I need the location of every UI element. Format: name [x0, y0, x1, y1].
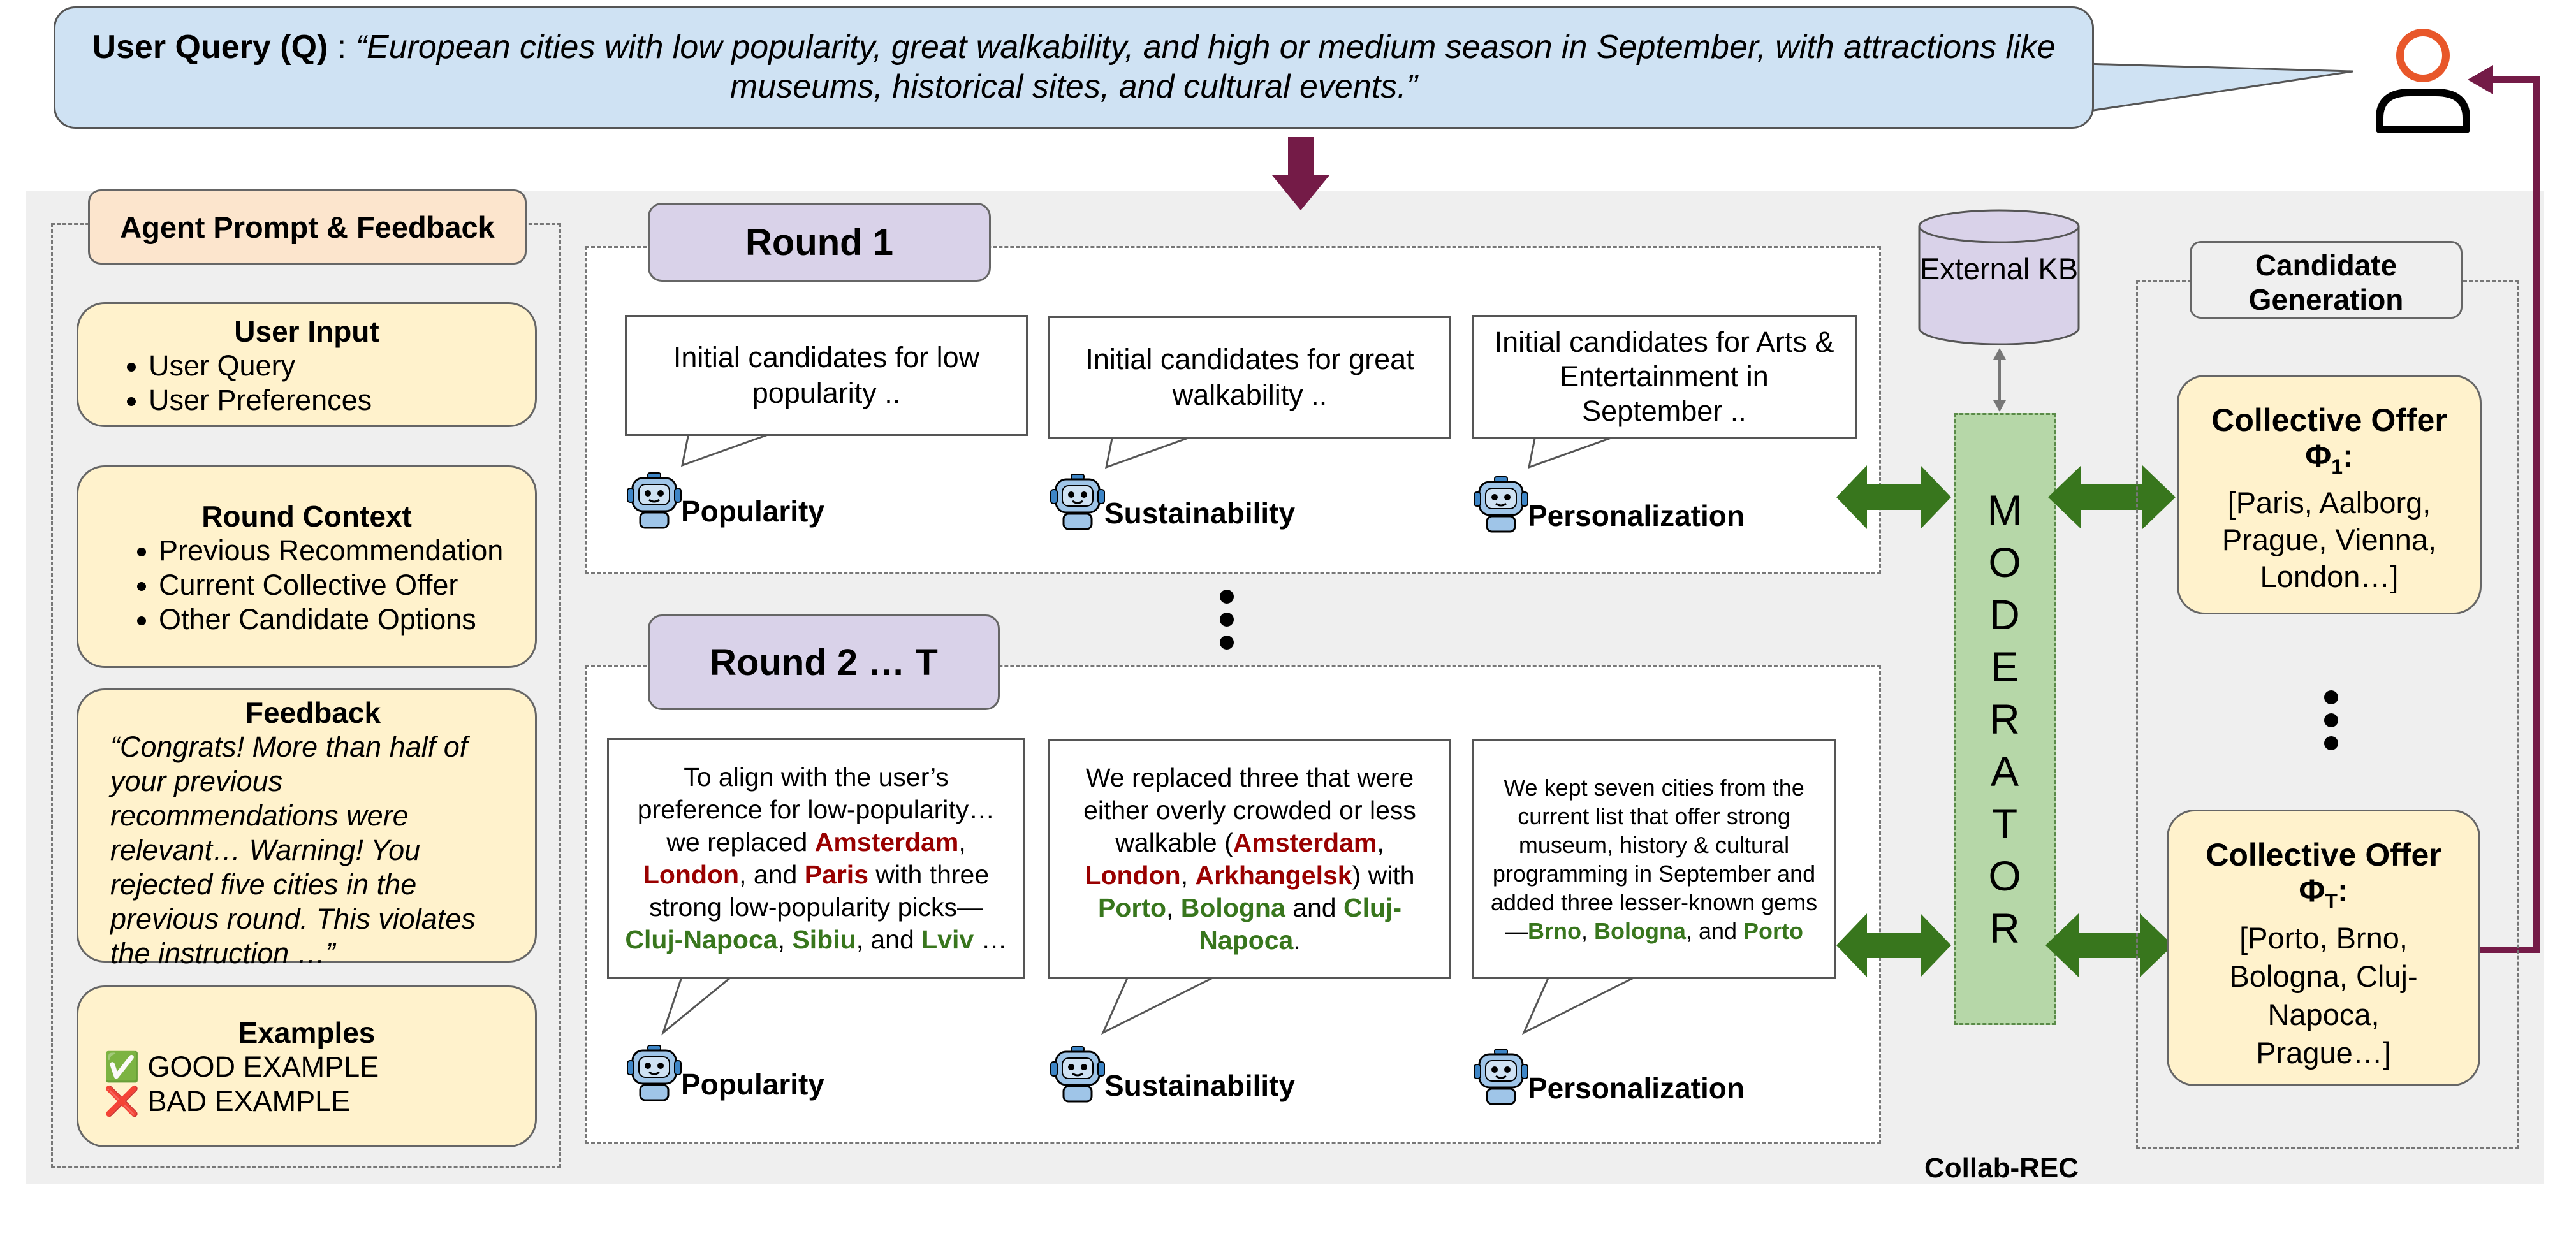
- round1-popularity-bubble: Initial candidates for low popularity ..: [625, 315, 1028, 436]
- feedback-title: Feedback: [245, 696, 381, 729]
- ellipsis-dots: [2324, 690, 2338, 750]
- bubble-tail: [1521, 975, 1639, 1035]
- city-added: Cluj-Napoca: [1199, 893, 1402, 955]
- city-added: Cluj-Napoca: [625, 925, 778, 954]
- check-icon: ✅: [104, 1050, 140, 1083]
- good-example-label: GOOD EXAMPLE: [147, 1050, 379, 1083]
- bubble-tail: [681, 433, 772, 467]
- feedback-loop-arrow: [2468, 65, 2540, 953]
- user-input-box: User Input User Query User Preferences: [77, 302, 537, 427]
- city-removed: London: [643, 860, 740, 889]
- candidate-generation-header: Candidate Generation: [2190, 241, 2463, 319]
- list-item: Current Collective Offer: [159, 568, 535, 602]
- moderator-letter: D: [1989, 591, 2020, 638]
- collective-offer-1: Collective Offer Φ1: [Paris, Aalborg, Pr…: [2177, 375, 2482, 614]
- list-item: User Query: [149, 349, 535, 383]
- city-added: Sibiu: [792, 925, 856, 954]
- query-bubble-tail: [2085, 62, 2353, 113]
- double-arrow: [1836, 910, 1951, 980]
- moderator-letter: A: [1990, 748, 2019, 795]
- offer-list: [Paris, Aalborg, Prague, Vienna, London……: [2221, 486, 2437, 593]
- city-removed: Amsterdam: [1233, 828, 1377, 857]
- feedback-text: “Congrats! More than half of your previo…: [110, 730, 476, 970]
- agent-label-personalization: Personalization: [1528, 1072, 1745, 1105]
- city-added: Lviv: [921, 925, 974, 954]
- collab-rec-label: Collab-REC: [1924, 1152, 2079, 1184]
- moderator-letter: R: [1989, 695, 2020, 743]
- offer-symbol: ΦT:: [2299, 873, 2348, 913]
- moderator-letter: O: [1988, 852, 2021, 899]
- city-added: Bologna: [1593, 918, 1686, 944]
- list-item: Previous Recommendation: [159, 534, 535, 568]
- user-icon: [2376, 29, 2470, 133]
- agent-label-popularity: Popularity: [681, 495, 824, 528]
- double-arrow: [1836, 462, 1951, 532]
- moderator-letter: M: [1987, 486, 2023, 534]
- city-removed: Arkhangelsk: [1195, 861, 1352, 890]
- city-removed: Paris: [804, 860, 869, 889]
- bubble-tail: [1105, 435, 1196, 469]
- robot-icon: [1473, 476, 1529, 534]
- user-input-title: User Input: [234, 315, 379, 348]
- feedback-box: Feedback “Congrats! More than half of yo…: [77, 688, 537, 970]
- moderator-letter: R: [1989, 905, 2020, 952]
- agent-prompt-header: Agent Prompt & Feedback: [88, 189, 527, 265]
- offer-list: [Porto, Brno, Bologna, Cluj-Napoca, Prag…: [2229, 921, 2418, 1070]
- round1-title: Round 1: [648, 203, 991, 282]
- round-context-title: Round Context: [201, 500, 412, 533]
- moderator-letter: E: [1990, 643, 2019, 690]
- round2-personalization-bubble: We kept seven cities from the current li…: [1472, 739, 1836, 979]
- kb-link-arrow: [1993, 348, 2006, 412]
- robot-icon: [1050, 473, 1106, 532]
- agent-label-personalization: Personalization: [1528, 499, 1745, 532]
- city-added: Brno: [1527, 918, 1581, 944]
- user-query-bubble: User Query (Q) : “European cities with l…: [54, 6, 2094, 129]
- query-label: User Query (Q): [92, 29, 328, 66]
- round1-personalization-bubble: Initial candidates for Arts & Entertainm…: [1472, 315, 1857, 439]
- round2-sustainability-bubble: We replaced three that were either overl…: [1048, 739, 1451, 979]
- cross-icon: ❌: [104, 1085, 140, 1117]
- list-item: User Preferences: [149, 383, 535, 418]
- round-context-list: Previous Recommendation Current Collecti…: [78, 534, 535, 637]
- moderator-letter: O: [1988, 539, 2021, 586]
- offer-title: Collective Offer: [2211, 402, 2447, 438]
- moderator-letter: T: [1991, 800, 2018, 847]
- city-removed: Amsterdam: [814, 827, 959, 857]
- bubble-tail: [1528, 435, 1619, 469]
- ellipsis-dots: [1220, 590, 1234, 650]
- user-input-list: User Query User Preferences: [78, 349, 535, 418]
- robot-icon: [1473, 1048, 1529, 1107]
- bad-example-label: BAD EXAMPLE: [147, 1085, 351, 1117]
- query-text: “European cities with low popularity, gr…: [355, 29, 2056, 105]
- bubble-tail: [661, 975, 735, 1036]
- robot-icon: [1050, 1045, 1106, 1104]
- collective-offer-t: Collective Offer ΦT: [Porto, Brno, Bolog…: [2167, 810, 2480, 1086]
- robot-icon: [626, 472, 682, 530]
- examples-box: Examples ✅ GOOD EXAMPLE ❌ BAD EXAMPLE: [77, 985, 537, 1147]
- round1-sustainability-bubble: Initial candidates for great walkability…: [1048, 316, 1451, 439]
- agent-label-sustainability: Sustainability: [1104, 1069, 1296, 1102]
- city-added: Bologna: [1180, 893, 1285, 922]
- agent-label-popularity: Popularity: [681, 1068, 824, 1101]
- offer-title: Collective Offer: [2206, 837, 2441, 873]
- examples-title: Examples: [238, 1016, 376, 1049]
- external-kb-cylinder: [1918, 209, 2080, 345]
- bubble-tail: [1101, 975, 1218, 1035]
- city-added: Porto: [1097, 893, 1166, 922]
- offer-symbol: Φ1:: [2305, 438, 2353, 478]
- external-kb-label: External KB: [1919, 252, 2079, 286]
- round2-title: Round 2 … T: [648, 614, 1000, 710]
- list-item: Other Candidate Options: [159, 602, 535, 637]
- agent-label-sustainability: Sustainability: [1104, 497, 1296, 530]
- down-arrow: [1272, 137, 1329, 210]
- robot-icon: [626, 1044, 682, 1103]
- round2-popularity-bubble: To align with the user’s preference for …: [607, 738, 1025, 979]
- city-added: Porto: [1743, 918, 1804, 944]
- city-removed: London: [1085, 861, 1181, 890]
- round-context-box: Round Context Previous Recommendation Cu…: [77, 465, 537, 668]
